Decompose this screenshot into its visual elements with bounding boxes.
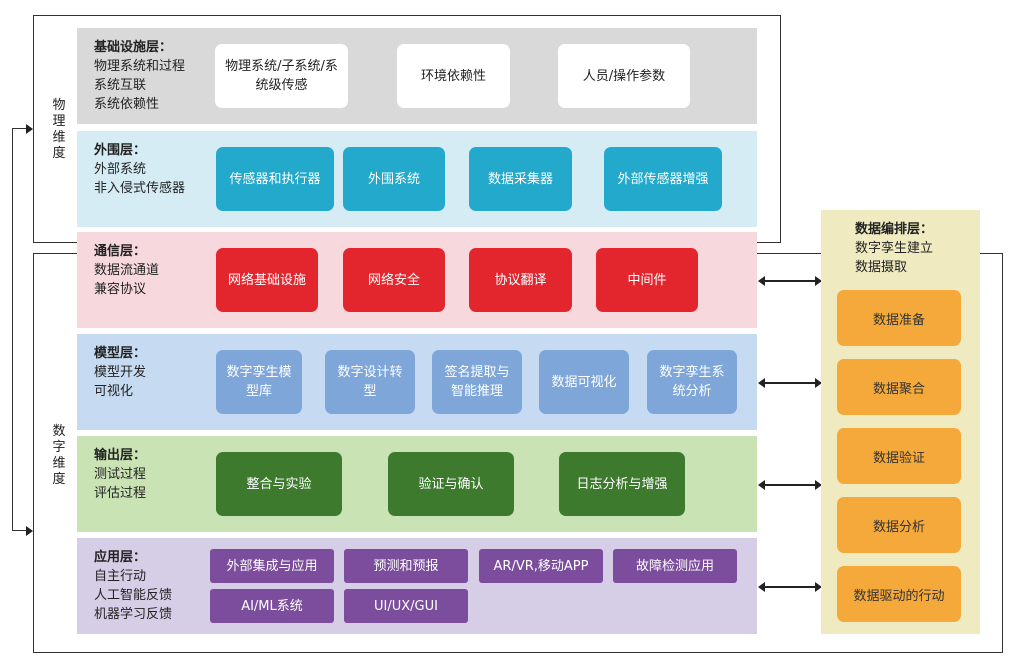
layer-title: 通信层： xyxy=(94,244,147,259)
orchestration-step: 数据准备 xyxy=(837,290,961,346)
layer-description: 兼容协议 xyxy=(94,282,147,297)
layer-description: 人工智能反馈 xyxy=(94,588,173,603)
component-box: 预测和预报 xyxy=(344,549,468,583)
bidirectional-arrow-icon xyxy=(758,276,822,286)
component-box: 验证与确认 xyxy=(388,452,514,516)
component-box: 整合与实验 xyxy=(216,452,342,516)
component-box: 日志分析与增强 xyxy=(559,452,685,516)
component-box: 数字设计转型 xyxy=(325,350,415,414)
orchestration-line: 数据摄取 xyxy=(855,260,908,275)
peripheral-layer: 外围层： 外部系统非入侵式传感器 传感器和执行器外围系统数据采集器外部传感器增强 xyxy=(77,131,757,227)
component-box: 数字孪生模型库 xyxy=(216,350,302,414)
layer-description: 模型开发 xyxy=(94,365,147,380)
frame-line xyxy=(33,15,34,243)
orchestration-step: 数据分析 xyxy=(837,497,961,553)
frame-line xyxy=(33,253,34,653)
component-box: 网络安全 xyxy=(343,248,445,312)
bidirectional-arrow-icon xyxy=(758,480,822,490)
arrow-head-icon xyxy=(26,124,33,134)
layer-description: 可视化 xyxy=(94,384,134,399)
layer-description: 系统依赖性 xyxy=(94,97,160,112)
layer-description: 评估过程 xyxy=(94,486,147,501)
orchestration-step: 数据验证 xyxy=(837,428,961,484)
physical-dimension-label: 物理维度 xyxy=(52,98,66,161)
layer-label: 输出层： 测试过程评估过程 xyxy=(94,446,146,503)
layer-description: 数据流通道 xyxy=(94,263,160,278)
layer-description: 测试过程 xyxy=(94,467,147,482)
component-box: 数字孪生系统分析 xyxy=(647,350,737,414)
component-box: 协议翻译 xyxy=(469,248,572,312)
component-box: 物理系统/子系统/系统级传感 xyxy=(215,44,348,108)
component-box: 数据可视化 xyxy=(539,350,629,414)
component-box: 数据采集器 xyxy=(469,147,572,211)
communication-layer: 通信层： 数据流通道兼容协议 网络基础设施网络安全协议翻译中间件 xyxy=(77,232,757,328)
layer-label: 外围层： 外部系统非入侵式传感器 xyxy=(94,141,185,198)
loop-arrow-line xyxy=(12,530,28,531)
orchestration-line: 数字孪生建立 xyxy=(855,241,934,256)
component-box: 中间件 xyxy=(596,248,698,312)
layer-description: 非入侵式传感器 xyxy=(94,181,186,196)
layer-title: 模型层： xyxy=(94,346,147,361)
component-box: UI/UX/GUI xyxy=(344,589,468,623)
layer-description: 机器学习反馈 xyxy=(94,607,173,622)
layer-title: 输出层： xyxy=(94,448,147,463)
component-box: 网络基础设施 xyxy=(216,248,318,312)
output-layer: 输出层： 测试过程评估过程 整合与实验验证与确认日志分析与增强 xyxy=(77,436,757,532)
orchestration-step: 数据驱动的行动 xyxy=(837,566,961,622)
loop-arrow-line xyxy=(12,128,13,530)
layer-description: 外部系统 xyxy=(94,162,147,177)
component-box: 传感器和执行器 xyxy=(216,147,334,211)
component-box: 环境依赖性 xyxy=(397,44,510,108)
bidirectional-arrow-icon xyxy=(758,378,822,388)
layer-label: 模型层： 模型开发可视化 xyxy=(94,344,146,401)
component-box: 外围系统 xyxy=(343,147,445,211)
model-layer: 模型层： 模型开发可视化 数字孪生模型库数字设计转型签名提取与智能推理数据可视化数字… xyxy=(77,334,757,430)
component-box: 人员/操作参数 xyxy=(558,44,690,108)
frame-line xyxy=(33,652,1003,653)
orchestration-step: 数据聚合 xyxy=(837,359,961,415)
component-box: 故障检测应用 xyxy=(613,549,737,583)
bidirectional-arrow-icon xyxy=(758,582,822,592)
application-layer: 应用层： 自主行动人工智能反馈机器学习反馈 外部集成与应用预测和预报 AR/VR,移动… xyxy=(77,538,757,634)
component-box: AI/ML系统 xyxy=(210,589,334,623)
layer-title: 外围层： xyxy=(94,143,147,158)
component-box: 外部传感器增强 xyxy=(604,147,722,211)
layer-title: 基础设施层： xyxy=(94,40,173,55)
component-box: 签名提取与智能推理 xyxy=(432,350,522,414)
orchestration-title: 数据编排层： xyxy=(855,222,934,237)
layer-title: 应用层： xyxy=(94,550,147,565)
loop-arrow-line xyxy=(12,128,28,129)
frame-line xyxy=(1002,253,1003,653)
layer-label: 应用层： 自主行动人工智能反馈机器学习反馈 xyxy=(94,548,172,624)
infrastructure-layer: 基础设施层： 物理系统和过程系统互联系统依赖性 物理系统/子系统/系统级传感环境依赖… xyxy=(77,28,757,124)
component-box: 外部集成与应用 xyxy=(210,549,334,583)
digital-dimension-label: 数字维度 xyxy=(52,424,66,487)
layer-description: 物理系统和过程 xyxy=(94,59,186,74)
layer-description: 自主行动 xyxy=(94,569,147,584)
layer-description: 系统互联 xyxy=(94,78,147,93)
layer-label: 基础设施层： 物理系统和过程系统互联系统依赖性 xyxy=(94,38,185,114)
frame-line xyxy=(780,15,781,243)
layer-label: 通信层： 数据流通道兼容协议 xyxy=(94,242,159,299)
component-box: AR/VR,移动APP xyxy=(479,549,603,583)
arrow-head-icon xyxy=(26,526,33,536)
orchestration-layer: 数据编排层： 数字孪生建立 数据摄取 数据准备数据聚合数据验证数据分析数据驱动的… xyxy=(821,210,980,634)
orchestration-label: 数据编排层： 数字孪生建立 数据摄取 xyxy=(855,220,933,277)
frame-line xyxy=(33,15,781,16)
